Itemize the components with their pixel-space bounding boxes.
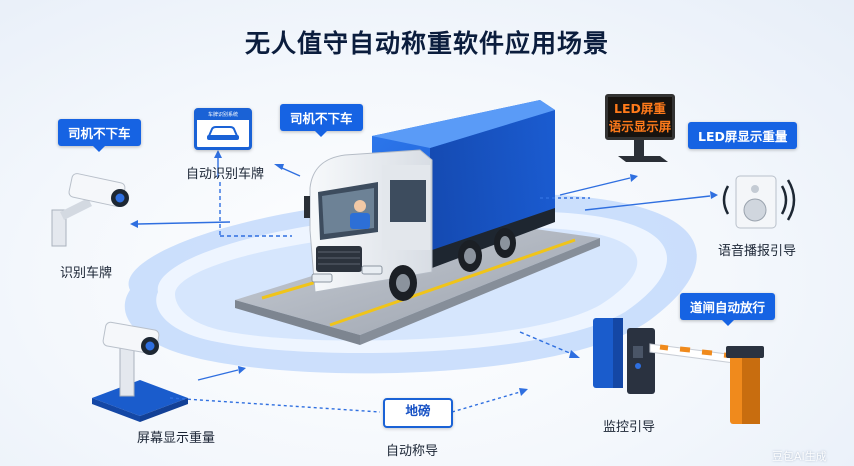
speaker-icon — [722, 175, 796, 229]
connector-arrows — [130, 150, 718, 413]
scale-pad-icon: 地磅 — [383, 398, 453, 428]
label-plate-recognition: 识别车牌 — [60, 266, 113, 281]
driver-stays-tag-left: 司机不下车 — [58, 119, 141, 152]
gate-release-tag: 道闸自动放行 — [680, 293, 776, 326]
label-auto-weighing: 自动称导 — [386, 444, 439, 459]
watermark: 豆包AI生成 — [772, 450, 827, 463]
camera-icon — [51, 173, 129, 247]
led-display-tag: LED屏显示重量 — [688, 122, 798, 149]
label-voice-guidance: 语音播报引导 — [718, 244, 797, 259]
led-screen-icon: LED屏重 语示显示屏 — [605, 94, 675, 140]
led-screen-line2: 语示显示屏 — [608, 119, 672, 134]
plate-sign-icon: 车牌识别系统 — [194, 108, 252, 150]
label-auto-plate-recognition: 自动识别车牌 — [186, 167, 265, 182]
page-title: 无人值守自动称重软件应用场景 — [244, 29, 609, 58]
car-icon — [207, 126, 239, 140]
scale-pad-text: 地磅 — [405, 403, 431, 418]
camera-icon — [92, 321, 188, 422]
label-monitor-guidance: 监控引导 — [603, 420, 656, 435]
led-screen-line1: LED屏重 — [614, 101, 666, 116]
truck-icon — [304, 100, 555, 301]
driver-stays-tag-top: 司机不下车 — [280, 104, 363, 137]
led-screen-stand — [618, 140, 668, 162]
barrier-gate-icon — [593, 318, 764, 424]
plate-sign-header: 车牌识别系统 — [197, 111, 249, 120]
label-screen-weight: 屏幕显示重量 — [137, 431, 216, 446]
